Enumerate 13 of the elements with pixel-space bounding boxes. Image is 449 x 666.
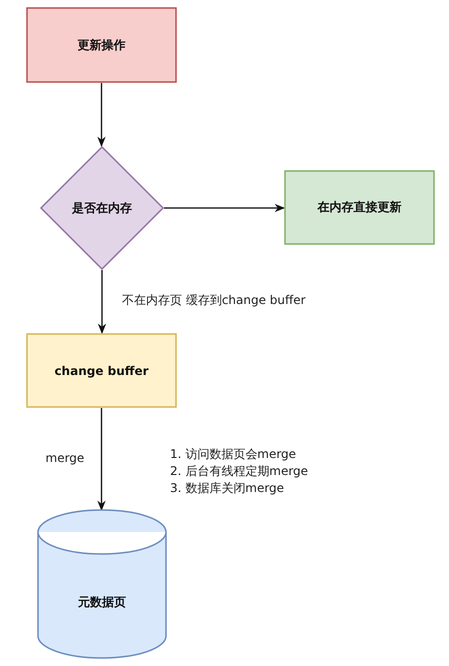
node-label: 元数据页: [78, 594, 126, 610]
arrow: [164, 204, 286, 212]
node-label: 在内存直接更新: [318, 199, 402, 216]
note-text: 1. 访问数据页会merge: [170, 446, 296, 463]
node-label: change buffer: [54, 364, 149, 378]
arrow: [97, 83, 106, 148]
node-label: 更新操作: [78, 36, 126, 54]
node-label: 是否在内存: [72, 200, 132, 216]
arrow: [98, 270, 106, 334]
note-text: 3. 数据库关闭merge: [170, 480, 284, 497]
arrow: [97, 408, 106, 512]
note-text: 2. 后台有线程定期merge: [170, 463, 308, 480]
edge-label: 不在内存页 缓存到change buffer: [122, 292, 306, 308]
